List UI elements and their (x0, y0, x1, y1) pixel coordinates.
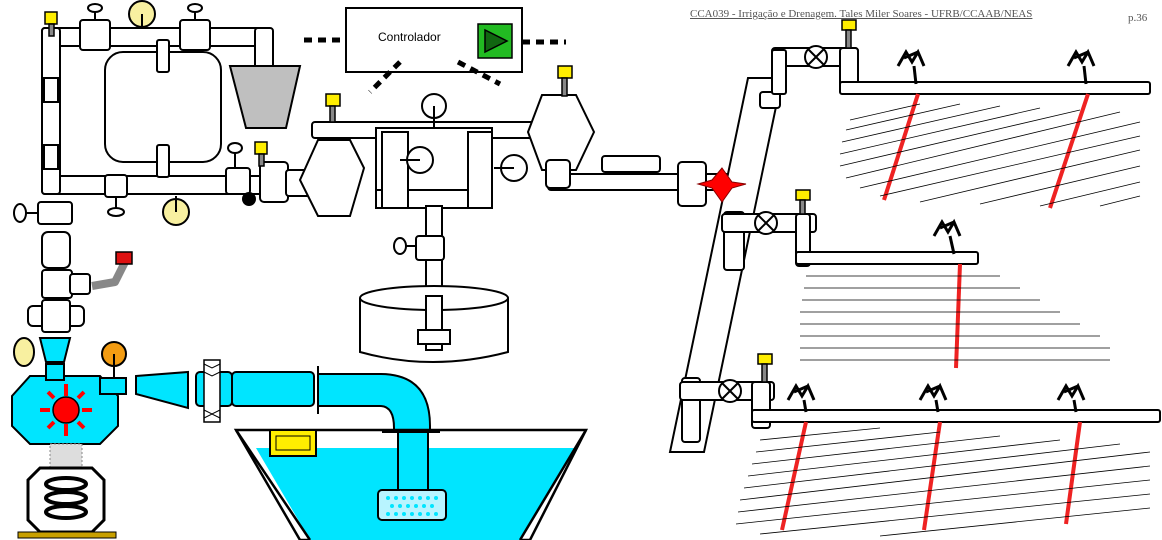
pump-discharge-stack (27, 201, 91, 333)
drip-lines (780, 93, 1090, 531)
filter-assembly (41, 19, 311, 203)
pump-icon (11, 337, 127, 445)
pressure-gauge-icon (13, 337, 127, 378)
main-line (545, 77, 784, 453)
suction-line (135, 359, 431, 441)
drain-valve (107, 197, 125, 217)
valve-icon (87, 3, 243, 168)
valve-icon (13, 203, 38, 223)
pressure-gauge-icon (128, 0, 190, 226)
course-header: CCA039 - Irrigação e Drenagem. Tales Mil… (690, 8, 1033, 20)
mixing-tank (359, 285, 509, 363)
controller-label: Controlador (378, 30, 441, 44)
valve-head-markers (44, 11, 268, 167)
check-valve-icon (242, 192, 256, 206)
injection-pipe (91, 260, 129, 290)
flexible-coupling (203, 363, 221, 419)
valve-head-markers (757, 19, 857, 383)
pressure-gauge-icon (400, 93, 528, 182)
lateral-row-3 (679, 381, 1161, 429)
sprinkler-icon (786, 48, 1096, 413)
float-switch (269, 429, 317, 457)
foot-screen-mesh (386, 496, 438, 516)
fertilizer-hopper (228, 65, 302, 129)
page-number: p.36 (1128, 12, 1148, 24)
motor-icon (17, 443, 117, 539)
start-button-icon[interactable] (477, 23, 513, 59)
valve-head-markers (325, 65, 573, 123)
main-header-pipe (298, 94, 596, 355)
controller-signal-lines (304, 37, 566, 94)
valve-icon (393, 237, 416, 255)
main-line-valve (696, 167, 747, 203)
lateral-row-1 (771, 47, 1151, 95)
valve-icon (718, 45, 828, 403)
field-hatching (735, 103, 1151, 537)
